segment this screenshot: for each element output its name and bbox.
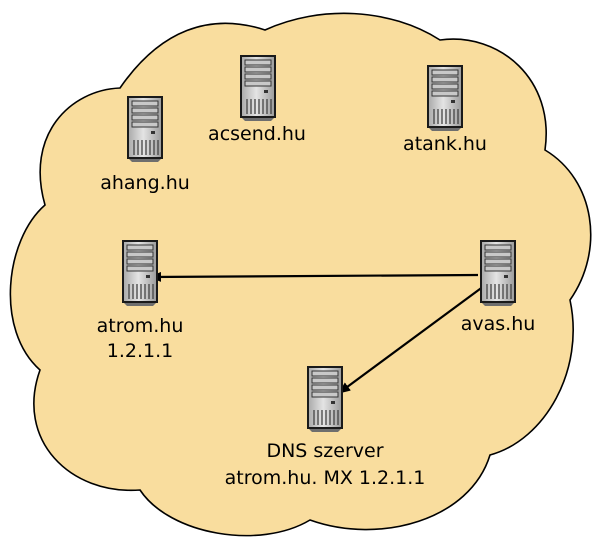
server-icon	[127, 96, 163, 162]
server-icon	[427, 65, 463, 131]
server-label-avas: avas.hu	[461, 313, 536, 335]
server-icon	[480, 240, 516, 306]
arrow-avas-to-atrom	[149, 271, 479, 282]
server-acsend: acsend.hu	[208, 55, 306, 145]
server-atrom: atrom.hu 1.2.1.1	[97, 240, 184, 362]
server-label-atrom: atrom.hu	[97, 315, 184, 337]
arrow-avas-to-dns	[338, 285, 485, 394]
server-address-atrom: 1.2.1.1	[107, 340, 173, 362]
server-label-atank: atank.hu	[403, 133, 487, 155]
server-dns: DNS szerver atrom.hu. MX 1.2.1.1	[225, 366, 426, 489]
server-icon	[307, 366, 343, 432]
server-avas: avas.hu	[461, 240, 536, 335]
server-icon	[122, 240, 158, 306]
server-label-acsend: acsend.hu	[208, 123, 306, 145]
server-label-dns: DNS szerver	[266, 440, 383, 462]
server-icon	[240, 55, 276, 121]
dns-record-text: atrom.hu. MX 1.2.1.1	[225, 467, 426, 489]
server-ahang: ahang.hu	[100, 96, 190, 194]
server-atank: atank.hu	[403, 65, 487, 155]
server-label-ahang: ahang.hu	[100, 172, 190, 194]
